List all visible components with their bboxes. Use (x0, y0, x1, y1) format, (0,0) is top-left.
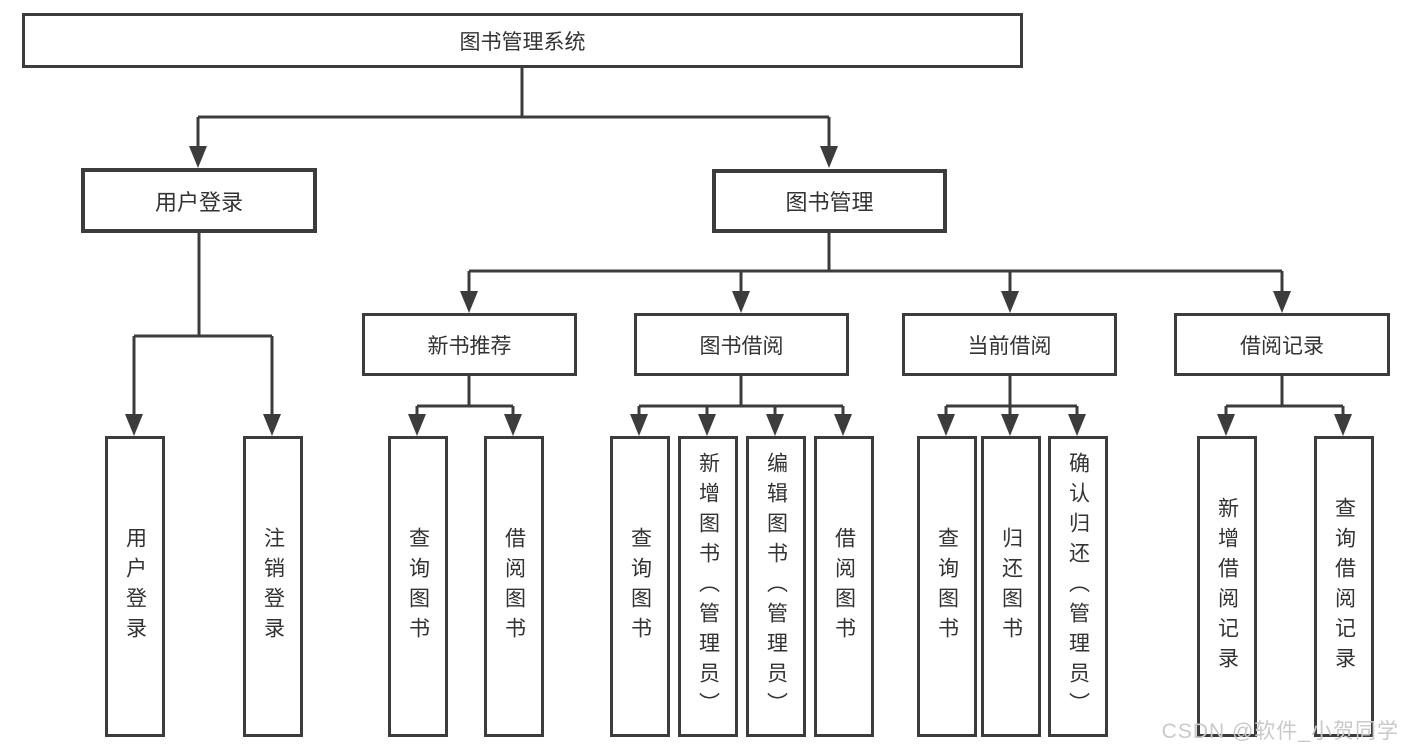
node-label: 查询图书 (935, 526, 959, 647)
node-leaf-confirm-return-admin: 确认归还（管理员） (1048, 436, 1108, 737)
csdn-watermark: CSDN @软件_小贺同学 (1161, 720, 1399, 743)
node-leaf-return-books: 归还图书 (981, 436, 1041, 737)
node-leaf-query-books: 查询图书 (388, 436, 448, 737)
node-label: 当前借阅 (967, 334, 1052, 358)
node-label: 借阅记录 (1240, 334, 1324, 358)
node-borrowing-records: 借阅记录 (1174, 313, 1390, 376)
node-label: 借阅图书 (502, 526, 526, 647)
node-label: 归还图书 (999, 526, 1023, 647)
node-label: 用户登录 (123, 526, 147, 647)
node-label: 图书借阅 (699, 334, 784, 358)
node-leaf-query-books: 查询图书 (917, 436, 977, 737)
node-book-borrowing: 图书借阅 (634, 313, 849, 376)
node-label: 查询图书 (628, 526, 652, 647)
node-label: 图书管理 (785, 190, 874, 215)
node-leaf-add-borrow-record: 新增借阅记录 (1197, 436, 1257, 737)
node-leaf-borrow-books: 借阅图书 (484, 436, 544, 737)
node-label: 图书管理系统 (459, 30, 586, 54)
node-label: 编辑图书（管理员） (764, 451, 788, 722)
node-new-book-recommend: 新书推荐 (362, 313, 577, 376)
node-leaf-logout: 注销登录 (243, 436, 303, 737)
node-label: 查询图书 (406, 526, 430, 647)
node-leaf-edit-books-admin: 编辑图书（管理员） (746, 436, 806, 737)
node-leaf-add-books-admin: 新增图书（管理员） (678, 436, 738, 737)
node-label: 新增借阅记录 (1215, 496, 1239, 677)
node-user-login-branch: 用户登录 (81, 168, 317, 233)
node-label: 查询借阅记录 (1332, 496, 1356, 677)
node-label: 借阅图书 (832, 526, 856, 647)
node-label: 确认归还（管理员） (1066, 451, 1090, 722)
node-label: 新增图书（管理员） (696, 451, 720, 722)
node-label: 注销登录 (261, 526, 285, 647)
node-leaf-query-books: 查询图书 (610, 436, 670, 737)
node-label: 用户登录 (154, 189, 243, 215)
node-leaf-user-login: 用户登录 (105, 436, 165, 737)
node-leaf-query-borrow-record: 查询借阅记录 (1314, 436, 1374, 737)
node-book-management-branch: 图书管理 (712, 169, 947, 233)
node-current-borrowing: 当前借阅 (902, 313, 1117, 376)
node-leaf-borrow-books: 借阅图书 (814, 436, 874, 737)
node-library-management-system: 图书管理系统 (22, 13, 1023, 68)
node-label: 新书推荐 (427, 334, 512, 358)
